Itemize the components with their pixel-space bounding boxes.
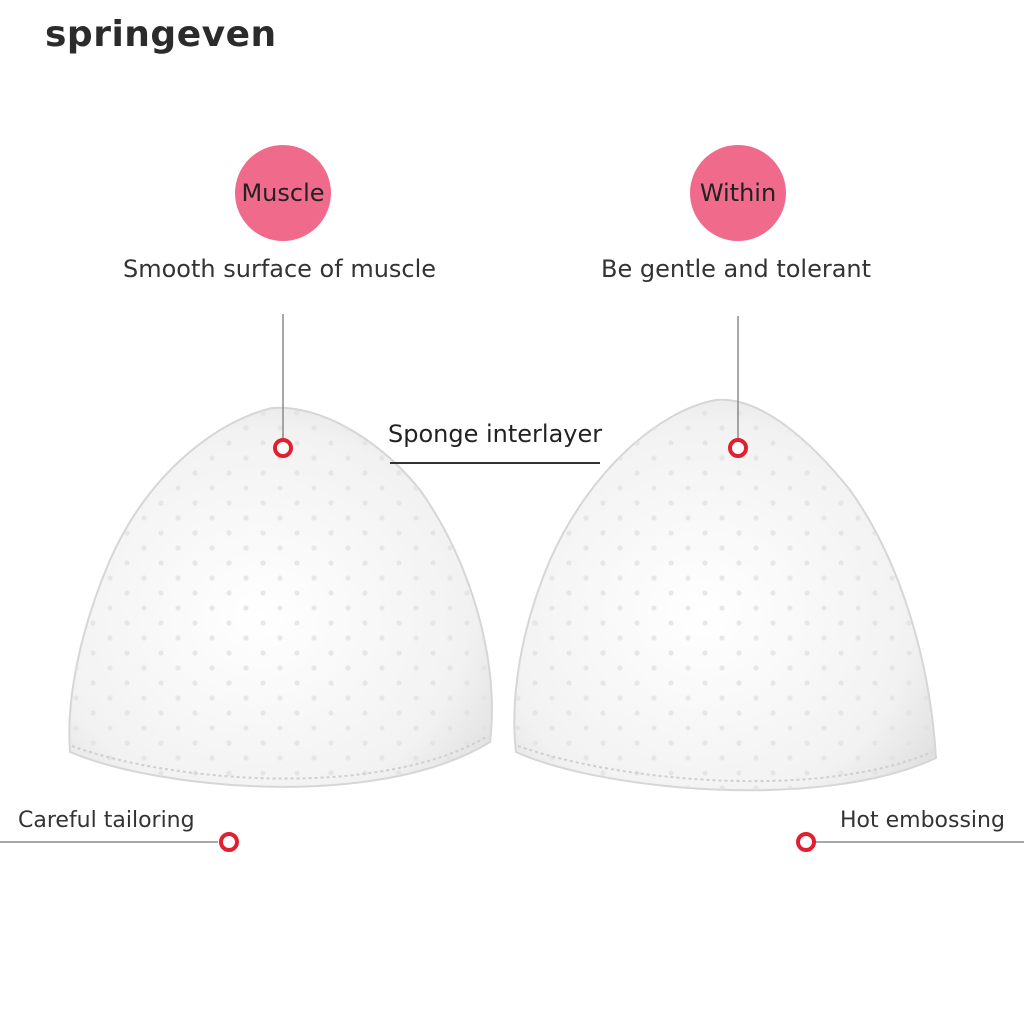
within-badge-label: Within <box>699 179 777 207</box>
brand-name: springeven <box>45 14 277 55</box>
left-pad <box>68 406 493 788</box>
within-badge: Within <box>690 145 786 241</box>
marker-within <box>728 438 748 458</box>
marker-muscle <box>273 438 293 458</box>
hot-embossing-label: Hot embossing <box>840 808 1005 833</box>
careful-tailoring-label: Careful tailoring <box>18 808 195 833</box>
muscle-badge: Muscle <box>235 145 331 241</box>
marker-tailoring <box>219 832 239 852</box>
marker-embossing <box>796 832 816 852</box>
muscle-caption: Smooth surface of muscle <box>123 255 437 283</box>
right-pad <box>513 398 938 792</box>
muscle-badge-label: Muscle <box>241 179 325 207</box>
sponge-interlayer-label: Sponge interlayer <box>388 420 603 448</box>
within-caption: Be gentle and tolerant <box>601 255 872 283</box>
